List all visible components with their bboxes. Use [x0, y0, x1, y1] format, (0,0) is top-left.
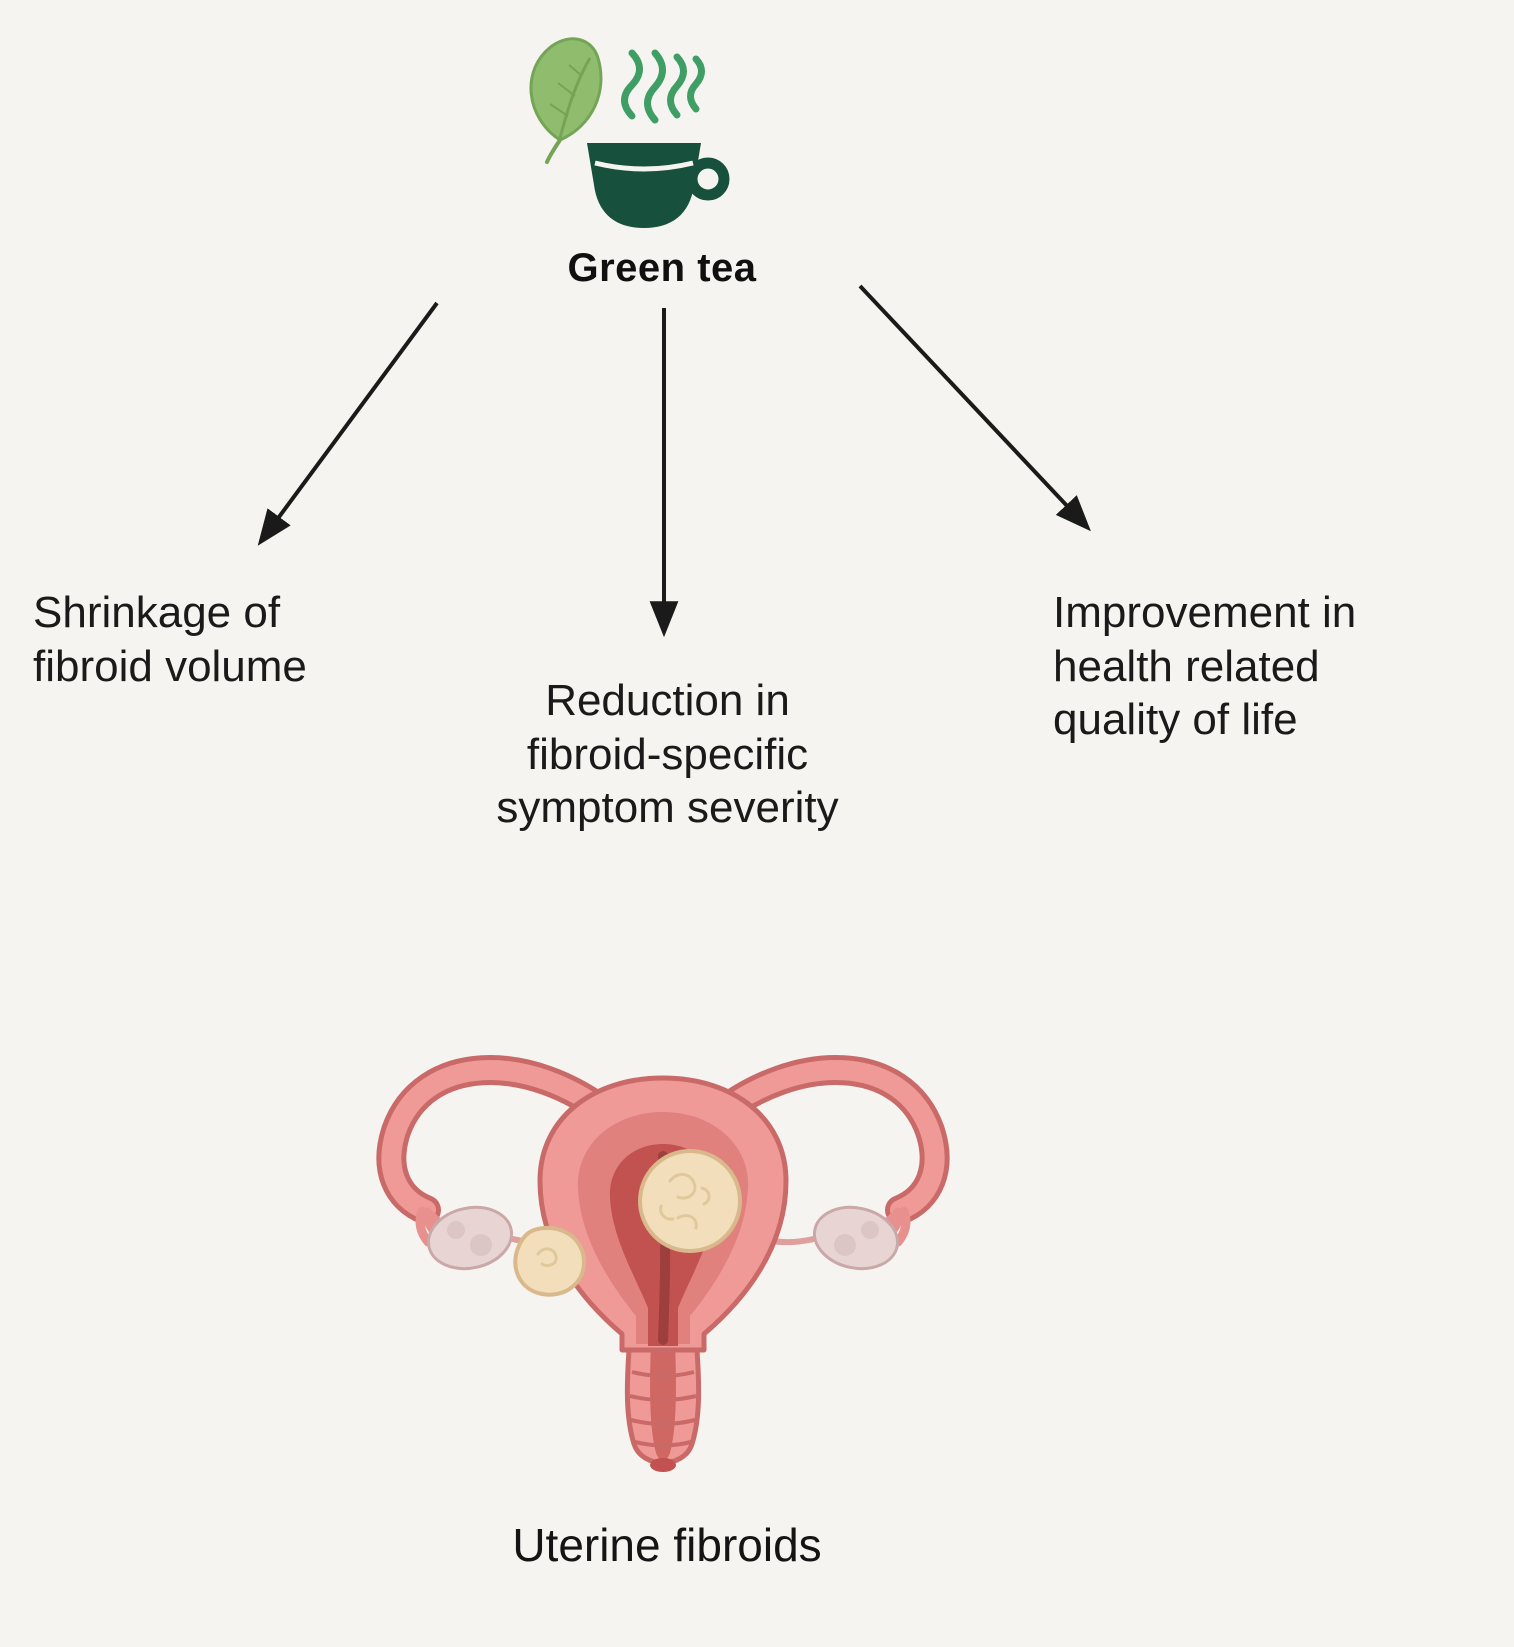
target-label: Uterine fibroids — [512, 1519, 822, 1571]
tea-cup-icon — [587, 143, 730, 228]
effect-label-symptom-reduction: Reduction in fibroid-specific symptom se… — [496, 676, 839, 833]
ovary-right — [812, 1205, 900, 1271]
arrow-to-quality-of-life — [858, 284, 1091, 532]
steam-icon — [621, 49, 705, 124]
fallopian-tube-left — [376, 1055, 625, 1225]
source-label: Green tea — [567, 246, 757, 290]
fallopian-tube-right — [701, 1055, 950, 1225]
fibroid-small — [513, 1226, 587, 1297]
fibroid-large — [638, 1149, 742, 1253]
ovary-left — [426, 1205, 514, 1271]
green-tea-cup-icon — [529, 37, 730, 228]
cervix-vagina — [624, 1333, 702, 1472]
effect-label-quality-of-life: Improvement in health related quality of… — [1053, 588, 1357, 745]
arrows-layer — [257, 284, 1091, 638]
tea-leaf-icon — [529, 37, 603, 164]
effect-label-fibroid-shrinkage: Shrinkage of fibroid volume — [33, 588, 307, 691]
uterus-illustration — [376, 1055, 950, 1472]
arrow-to-shrinkage — [257, 301, 439, 546]
